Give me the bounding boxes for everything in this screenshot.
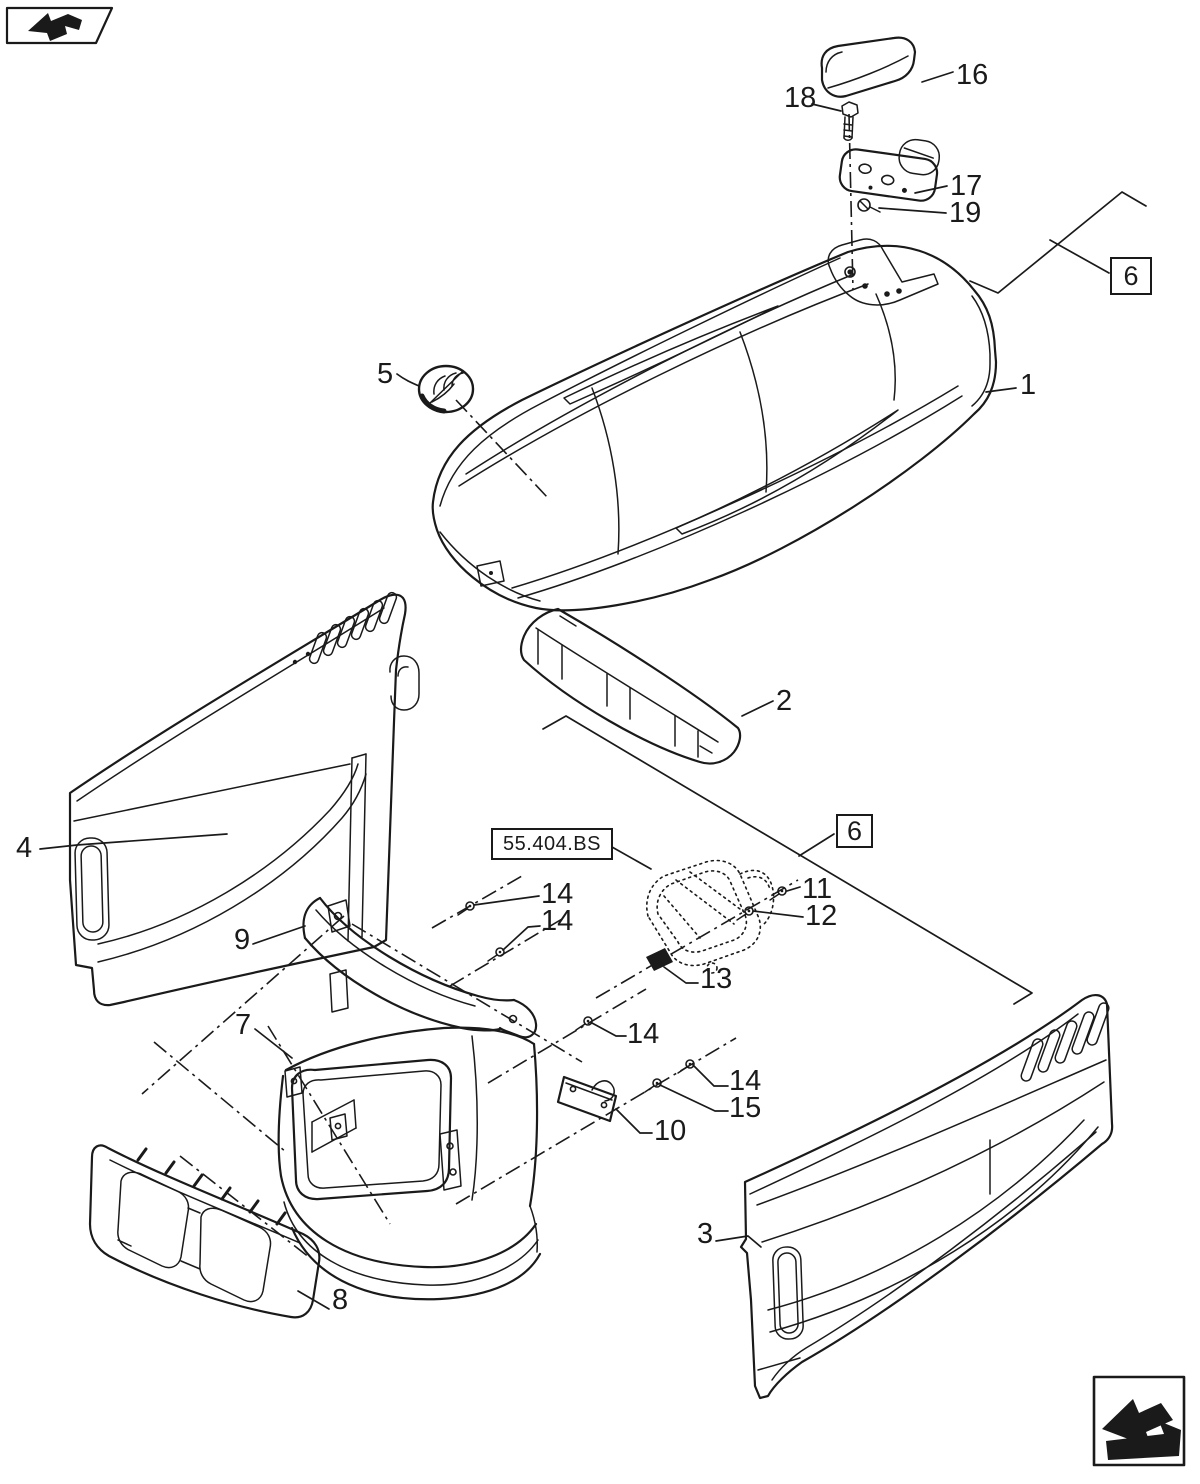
upper-grille-trim-part-9 (302, 896, 538, 1039)
callout-9: 9 (234, 924, 251, 956)
rh-side-panel-part-3 (739, 994, 1114, 1400)
callout-18: 18 (784, 82, 817, 114)
lh-side-panel-part-4 (68, 591, 420, 1007)
page-back-arrow-icon (28, 13, 82, 41)
callout-4: 4 (16, 832, 33, 864)
next-page-button[interactable] (1092, 1375, 1186, 1467)
callout-10: 10 (654, 1115, 687, 1147)
grille-housing-part-7 (277, 1026, 542, 1301)
screw-15 (644, 1078, 662, 1093)
callout-8: 8 (332, 1284, 349, 1316)
ref-box-section-55-404-BS[interactable]: 55.404.BS (491, 828, 613, 860)
callout-14-d: 14 (729, 1065, 762, 1097)
page-forward-arrow-band (1106, 1421, 1181, 1460)
hood-part-1 (431, 238, 998, 612)
callout-13: 13 (700, 963, 733, 995)
callout-12: 12 (805, 900, 838, 932)
fasteners (457, 886, 787, 1093)
hinge-part-17 (838, 138, 941, 202)
latch-bracket-part-10 (556, 1075, 618, 1123)
rh-panel-louvers (1020, 1002, 1110, 1082)
callout-17: 17 (950, 170, 983, 202)
screw-14-d (677, 1059, 695, 1074)
screw-14-c (575, 1016, 593, 1031)
cover-plate-part-16 (820, 36, 917, 98)
callout-3: 3 (697, 1218, 714, 1250)
callout-16: 16 (956, 59, 989, 91)
callout-leaders (39, 71, 1017, 1310)
callout-1: 1 (1020, 369, 1037, 401)
emblem-part-5 (417, 364, 475, 414)
callout-2: 2 (776, 685, 793, 717)
lh-panel-louvers (308, 591, 398, 665)
headlamp-hidden-reference (646, 859, 775, 974)
lower-grille-frame-part-8 (88, 1144, 321, 1319)
callout-19: 19 (949, 197, 982, 229)
prev-page-button[interactable] (5, 6, 114, 45)
screw-part-19 (857, 198, 881, 213)
spacer-part-13 (646, 948, 673, 971)
ref-box-6-top[interactable]: 6 (1110, 257, 1152, 295)
callout-7: 7 (235, 1009, 252, 1041)
grille-insert-part-2 (519, 607, 742, 765)
callout-5: 5 (377, 358, 394, 390)
callout-14-b: 14 (541, 905, 574, 937)
callout-15: 15 (729, 1092, 762, 1124)
page-forward-arrow-icon (1102, 1399, 1173, 1448)
assembly-centerlines (141, 113, 854, 1259)
ref-box-6-mid[interactable]: 6 (836, 814, 873, 848)
callout-11: 11 (802, 873, 833, 905)
callout-14-a: 14 (541, 878, 574, 910)
bolt-part-18 (841, 101, 859, 141)
callout-14-c: 14 (627, 1018, 660, 1050)
reference-brackets (542, 191, 1147, 1005)
